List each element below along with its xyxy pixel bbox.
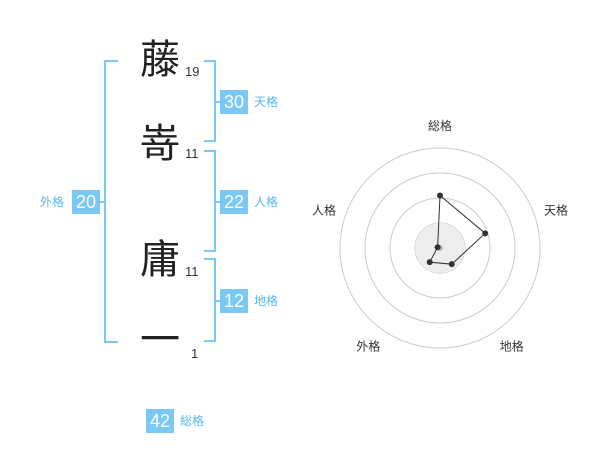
radar-axis-label: 人格 <box>312 202 336 217</box>
chikaku-bracket <box>204 258 216 342</box>
tenkaku-label: 天格 <box>254 95 279 109</box>
radar-point-3 <box>426 259 433 266</box>
tenkaku-bracket <box>204 60 216 142</box>
gaikaku-value-badge: 20 <box>72 190 100 214</box>
radar-axis-label: 総格 <box>428 118 452 133</box>
stroke-count-1: 19 <box>185 64 200 79</box>
radar-point-2 <box>448 261 455 268</box>
chikaku-label: 地格 <box>254 294 279 308</box>
soukaku-label: 総格 <box>180 414 205 428</box>
radar-ring <box>364 172 516 324</box>
chikaku-value-badge: 12 <box>220 289 248 313</box>
stroke-count-4: 1 <box>191 346 199 361</box>
surname-char-2: 嵜 <box>140 121 180 167</box>
radar-axis-label: 地格 <box>500 339 524 354</box>
given-char-1: 庸 <box>140 237 180 283</box>
radar-axis-label: 外格 <box>356 339 380 354</box>
soukaku-value-badge: 42 <box>146 409 174 433</box>
radar-point-4 <box>434 244 441 251</box>
radar-point-1 <box>482 230 489 237</box>
radar-axis-label: 天格 <box>544 202 568 217</box>
radar-polygon-group <box>415 192 489 273</box>
chikaku-connector <box>216 300 220 302</box>
radar-point-0 <box>437 192 443 199</box>
jinkaku-bracket <box>204 150 216 252</box>
stroke-count-2: 11 <box>185 146 199 161</box>
gaikaku-bracket <box>104 60 118 343</box>
jinkaku-connector <box>216 201 220 203</box>
stroke-count-3: 11 <box>185 264 199 279</box>
tenkaku-connector <box>216 101 220 103</box>
tenkaku-value-badge: 30 <box>220 90 248 114</box>
gaikaku-label: 外格 <box>40 195 65 209</box>
radar-polygon <box>428 194 486 265</box>
surname-char-1: 藤 <box>140 37 180 83</box>
given-char-2: 一 <box>140 317 180 363</box>
jinkaku-value-badge: 22 <box>220 190 248 214</box>
gaikaku-connector <box>100 201 104 203</box>
radar-ring <box>339 147 541 349</box>
jinkaku-label: 人格 <box>254 195 279 209</box>
